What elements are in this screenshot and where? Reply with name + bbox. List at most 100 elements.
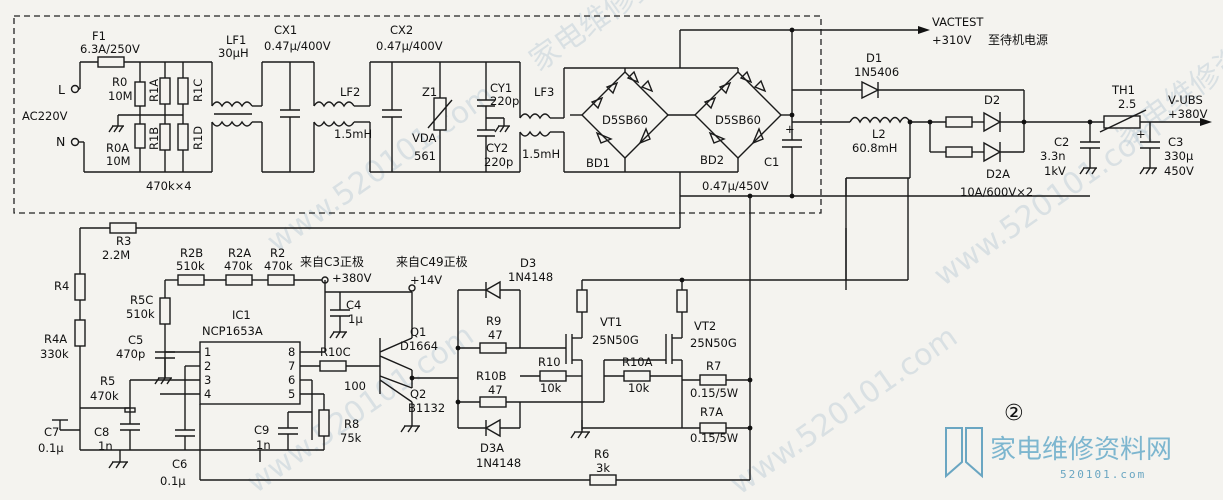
resistor-r3	[109, 222, 137, 234]
value-q2: B1132	[408, 401, 445, 415]
value-cx1: 0.47μ/400V	[264, 39, 331, 53]
resistor-r4	[74, 273, 86, 301]
logo-text: 家电维修资料网	[990, 435, 1172, 465]
resistor-r10c	[319, 360, 347, 372]
choke-lf2: LF2 1.5mH	[313, 61, 520, 173]
label-cy1: CY1	[490, 81, 512, 95]
value-r0: 10M	[108, 89, 133, 103]
value-lf2: 1.5mH	[334, 127, 372, 141]
label-l2: L2	[872, 127, 886, 141]
pin-6: 6	[288, 373, 295, 387]
resistor-r10a	[623, 370, 651, 382]
value-r5: 470k	[90, 389, 119, 403]
value-c3a: 330μ	[1164, 149, 1194, 163]
label-r3: R3	[116, 234, 131, 248]
label-from-c3: 来自C3正极	[300, 255, 364, 269]
value-c1: 0.47μ/450V	[702, 179, 769, 193]
value-r6: 3k	[596, 461, 610, 475]
watermark-layer: 家电维修资料网 www.520101.com www.520101.com ww…	[240, 0, 1223, 500]
watermark-url: www.520101.com	[261, 77, 501, 260]
label-th1: TH1	[1111, 83, 1135, 97]
code-bd1: D5SB60	[602, 113, 648, 127]
value-r10c: 100	[344, 379, 366, 393]
value-ic1: NCP1653A	[202, 324, 263, 338]
logo-url: 520101.com	[1060, 468, 1146, 481]
label-r10c: R10C	[320, 345, 351, 359]
label-r10: R10	[538, 355, 561, 369]
label-c3: C3	[1168, 135, 1183, 149]
value-r1: 470k×4	[146, 179, 192, 193]
value-cx2: 0.47μ/400V	[376, 39, 443, 53]
value-c2a: 3.3n	[1040, 149, 1066, 163]
label-c6: C6	[172, 457, 187, 471]
label-r5c: R5C	[130, 293, 153, 307]
label-standby: 至待机电源	[988, 33, 1048, 47]
arrow-vactest	[918, 26, 930, 34]
label-c5: C5	[128, 333, 143, 347]
label-r1b: R1B	[147, 127, 161, 150]
label-c1: C1	[764, 155, 779, 169]
pin-3: 3	[204, 373, 211, 387]
resistor-r4a	[74, 319, 86, 347]
value-r10b: 47	[488, 383, 503, 397]
label-ic1: IC1	[232, 308, 251, 322]
value-d2: 10A/600V×2	[960, 185, 1033, 199]
dc-bus-section: VACTEST +310V 至待机电源 + C1 0.47μ/450V	[679, 15, 1090, 199]
choke-lf3: LF3 1.5mH	[519, 62, 565, 172]
fuse-f1	[97, 56, 125, 68]
value-lf1: 30μH	[218, 46, 249, 60]
vt2-drain-link	[676, 289, 688, 313]
bridge-bd1: D5SB60 BD1	[564, 67, 669, 173]
pin-7: 7	[288, 359, 295, 373]
label-380v-in: +380V	[332, 271, 372, 285]
pfc-divider-section: R3 2.2M R4 R4A 330k C7 0.1μ	[38, 196, 681, 469]
label-r1c: R1C	[191, 79, 205, 102]
value-c8: 1n	[98, 439, 113, 453]
label-r6: R6	[594, 447, 609, 461]
pin-8: 8	[288, 345, 295, 359]
value-c7: 0.1μ	[38, 441, 64, 455]
label-l: L	[58, 82, 65, 97]
label-lf3: LF3	[534, 85, 554, 99]
value-r2a: 470k	[224, 259, 253, 273]
label-14v: +14V	[410, 273, 442, 287]
label-380v-out: +380V	[1168, 107, 1208, 121]
label-lf2: LF2	[340, 85, 360, 99]
code-bd2: D5SB60	[715, 113, 761, 127]
label-vubs: V-UBS	[1168, 93, 1203, 107]
value-c6: 0.1μ	[160, 474, 186, 488]
value-vt2: 25N50G	[690, 336, 737, 350]
resistor-r9	[479, 342, 507, 354]
value-lf3: 1.5mH	[522, 147, 560, 161]
label-c7: C7	[44, 425, 59, 439]
value-r8: 75k	[340, 431, 362, 445]
resistor-r1b	[159, 123, 171, 151]
label-r0a: R0A	[106, 141, 129, 155]
pin-5: 5	[288, 387, 295, 401]
c1-plus: +	[785, 122, 795, 136]
value-vt1: 25N50G	[592, 333, 639, 347]
label-d3a: D3A	[480, 441, 504, 455]
figure-number: ②	[1004, 401, 1024, 426]
value-q1: D1664	[400, 339, 438, 353]
pin-2: 2	[204, 359, 211, 373]
label-vt1: VT1	[600, 315, 622, 329]
label-n: N	[56, 134, 65, 149]
value-r0a: 10M	[106, 154, 131, 168]
label-r4: R4	[54, 279, 69, 293]
value-r2: 470k	[264, 259, 293, 273]
label-r4a: R4A	[44, 332, 67, 346]
label-d1: D1	[866, 51, 882, 65]
label-r2a: R2A	[228, 246, 251, 260]
value-r7: 0.15/5W	[690, 386, 738, 400]
value-r7a: 0.15/5W	[690, 431, 738, 445]
arrow-vubs	[1200, 118, 1212, 126]
gate-network-section: D3 1N4148 R9 47 R10B 47 D3A 1N4148	[455, 256, 604, 470]
label-r1d: R1D	[191, 126, 205, 150]
fuse-d2-link	[945, 116, 973, 128]
feedback-chain-section: R2B 510k R2A 470k R2 470k 来自C3正极 +380V R…	[126, 246, 372, 378]
label-vda: VDA	[412, 131, 437, 145]
timing-capacitors-section: C5 470p R5 470k C8 1n C6 0.1μ C9 1n	[80, 291, 412, 488]
